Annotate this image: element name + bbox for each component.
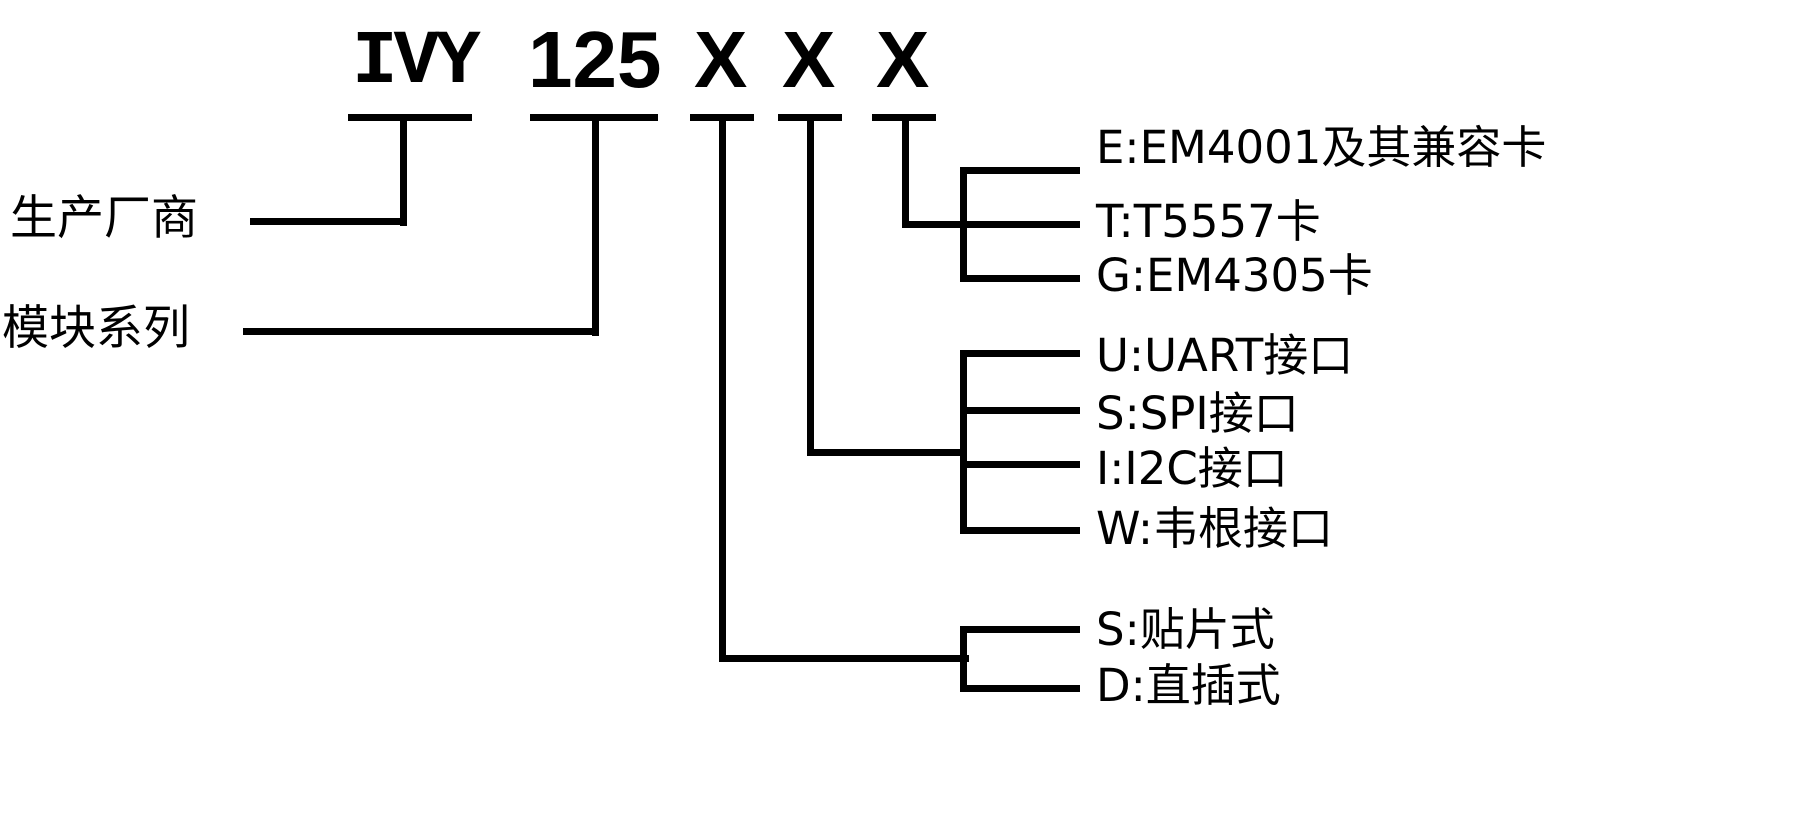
card-option-g-label: G:EM4305卡 bbox=[1096, 249, 1373, 302]
connector-horizontal-manufacturer bbox=[250, 218, 407, 225]
code-segment-x-interface: X bbox=[782, 15, 836, 104]
stub-interface-option-u bbox=[960, 350, 1080, 357]
connector-horizontal-x-package bbox=[719, 655, 969, 662]
interface-option-s-label: S:SPI接口 bbox=[1096, 387, 1299, 440]
bracket-card-type bbox=[960, 167, 967, 282]
interface-option-w-label: W:韦根接口 bbox=[1096, 502, 1334, 555]
connector-horizontal-x-card bbox=[902, 221, 1080, 228]
code-segment-manufacturer: IVY bbox=[352, 19, 481, 105]
connector-drop-manufacturer bbox=[400, 114, 407, 226]
series-callout-label: 模块系列 bbox=[2, 301, 190, 356]
code-segment-x-card: X bbox=[876, 15, 930, 104]
package-option-d-label: D:直插式 bbox=[1096, 659, 1281, 712]
stub-interface-option-i bbox=[960, 461, 1080, 468]
stub-card-option-e bbox=[960, 167, 1080, 174]
stub-package-option-s bbox=[960, 626, 1080, 633]
code-segment-x-package: X bbox=[694, 15, 748, 104]
stub-card-option-g bbox=[960, 275, 1080, 282]
bracket-interface bbox=[960, 350, 967, 534]
stub-interface-option-w bbox=[960, 527, 1080, 534]
stub-interface-option-s bbox=[960, 407, 1080, 414]
interface-option-i-label: I:I2C接口 bbox=[1096, 442, 1288, 495]
stub-package-option-d bbox=[960, 685, 1080, 692]
interface-option-u-label: U:UART接口 bbox=[1096, 329, 1354, 382]
manufacturer-callout-label: 生产厂商 bbox=[10, 191, 198, 246]
connector-horizontal-x-interface bbox=[807, 449, 967, 456]
underline-manufacturer bbox=[348, 114, 472, 121]
card-option-t-label: T:T5557卡 bbox=[1096, 195, 1321, 248]
connector-drop-x-package bbox=[719, 114, 726, 662]
connector-drop-series bbox=[592, 114, 599, 336]
bracket-package bbox=[960, 626, 967, 692]
connector-drop-x-card bbox=[902, 114, 909, 228]
code-segment-series: 125 bbox=[528, 15, 662, 104]
card-option-e-label: E:EM4001及其兼容卡 bbox=[1096, 121, 1547, 174]
connector-drop-x-interface bbox=[807, 114, 814, 456]
connector-horizontal-series bbox=[243, 328, 599, 335]
package-option-s-label: S:贴片式 bbox=[1096, 603, 1275, 656]
